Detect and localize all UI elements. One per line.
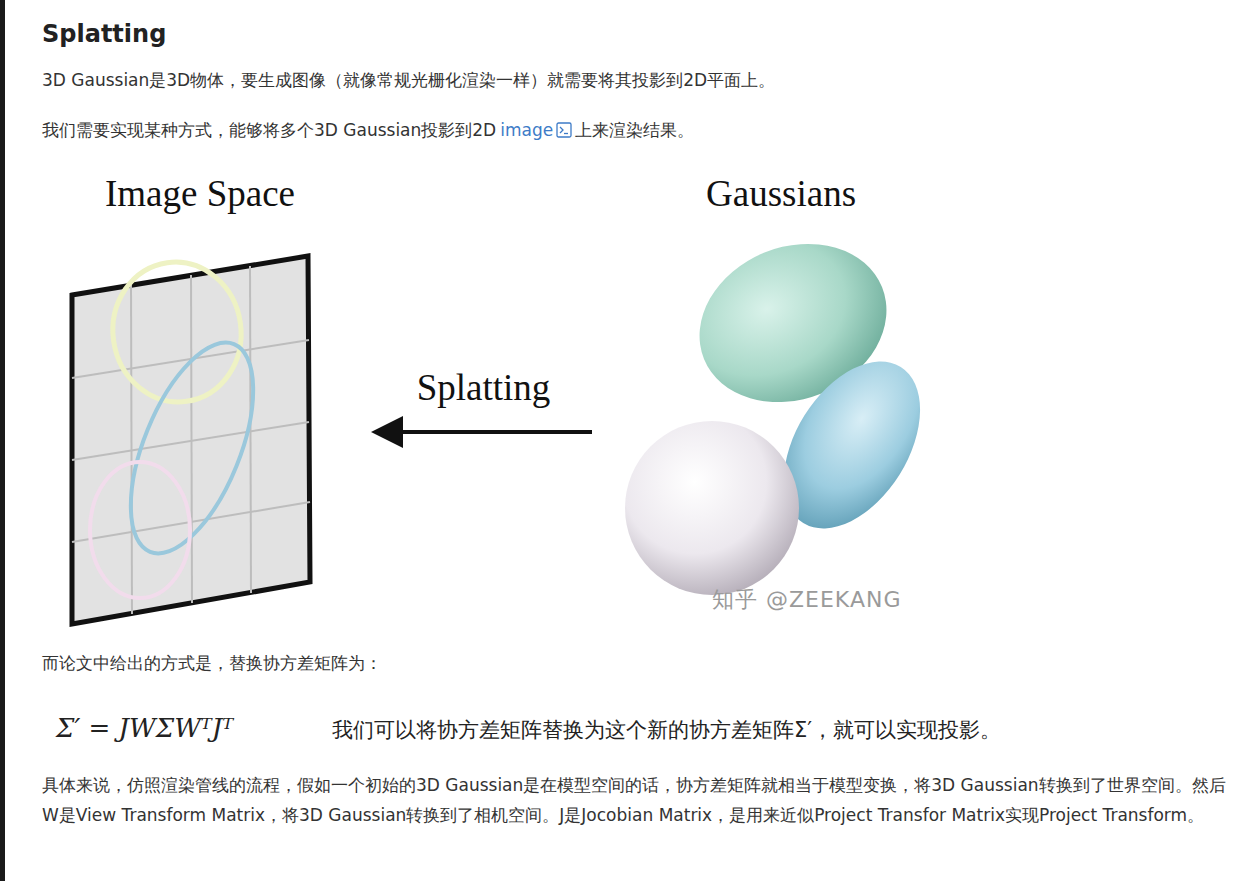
link-icon	[556, 122, 572, 138]
node-heading: Gaussians	[706, 172, 1106, 215]
watermark: 知乎 @ZEEKANG	[712, 586, 901, 614]
splat-arrow	[375, 430, 592, 434]
edge-label: Splatting	[417, 366, 551, 409]
section-title: Splatting	[42, 20, 166, 48]
paragraph-text: 我们可以将协方差矩阵替换为这个新的协方差矩阵Σ′，就可以实现投影。	[332, 715, 1001, 745]
paragraph-text: 3D Gaussian是3D物体，要生成图像（就像常规光栅化渲染一样）就需要将其…	[42, 66, 775, 94]
illustration-group: Gaussians	[592, 172, 932, 592]
illustration-group: Image Space	[60, 172, 375, 627]
formula: Σ′ = JWΣWᵀJᵀ	[56, 710, 233, 746]
node-heading: Image Space	[60, 172, 340, 215]
paragraph-line: 我们需要实现某种方式，能够将多个3D Gaussian投影到2Dimage 上来渲…	[42, 116, 694, 144]
link-text: image	[500, 120, 553, 140]
image-plane	[72, 254, 310, 624]
paragraph-text: 上来渲染结果。	[575, 120, 694, 140]
paragraph-text: 而论文中给出的方式是，替换协方差矩阵为：	[42, 649, 382, 677]
paragraph-text: 我们需要实现某种方式，能够将多个3D Gaussian投影到2D	[42, 120, 496, 140]
gaussian-ellipsoids	[625, 217, 948, 595]
paragraph-text: 具体来说，仿照渲染管线的流程，假如一个初始的3D Gaussian是在模型空间的…	[42, 770, 1237, 830]
left-edge-bar	[0, 0, 5, 881]
